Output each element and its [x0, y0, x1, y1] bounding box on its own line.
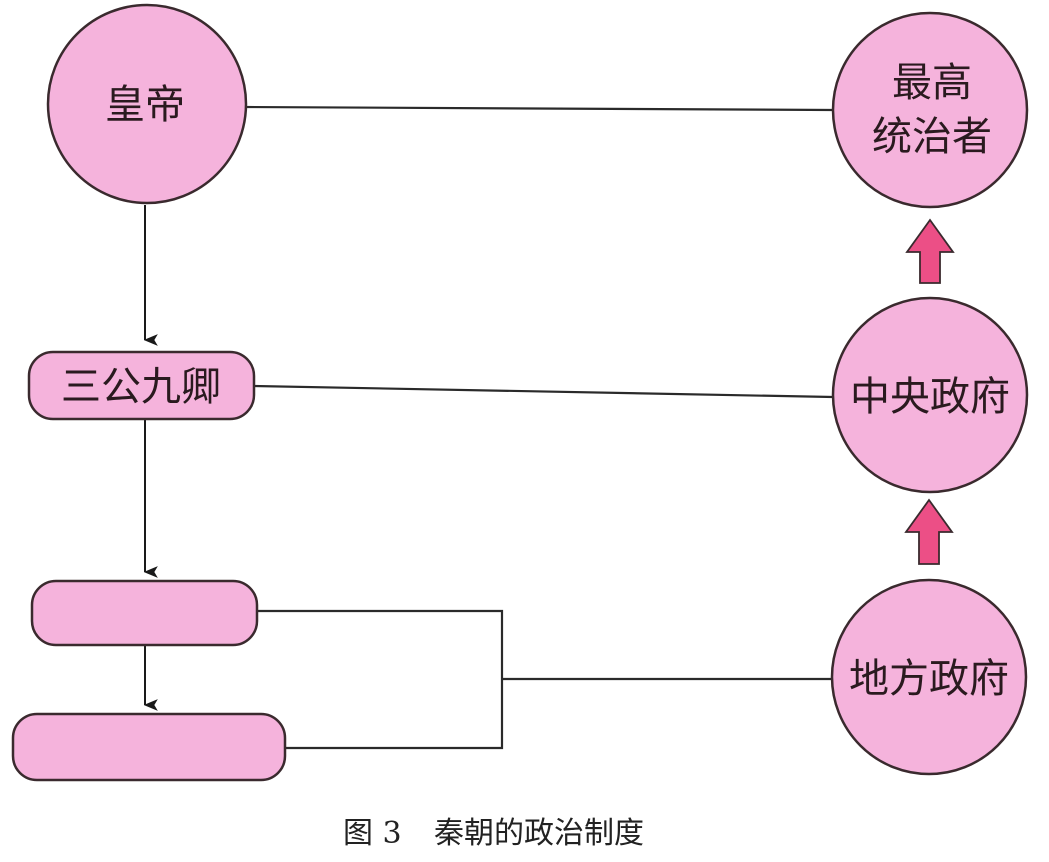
node-local-government: 地方政府	[830, 578, 1028, 776]
node-local-government-label: 地方政府	[849, 656, 1009, 702]
node-blank-box-1	[30, 579, 259, 647]
figure-caption-label: 图 3	[343, 816, 402, 851]
node-ministers-label: 三公九卿	[61, 364, 221, 410]
figure-caption-title: 秦朝的政治制度	[434, 816, 644, 851]
node-supreme-ruler-line2: 统治者	[872, 114, 992, 160]
node-emperor-label: 皇帝	[105, 82, 185, 128]
block-arrow-local-to-central	[904, 498, 954, 565]
bracket-line-boxes-to-local-government	[257, 609, 504, 750]
node-blank-box-2	[11, 712, 287, 782]
node-central-government: 中央政府	[831, 296, 1029, 494]
node-supreme-ruler-line1: 最高	[892, 60, 972, 106]
line-emperor-to-supreme-ruler	[244, 105, 834, 112]
node-three-ducal-nine-ministers: 三公九卿	[27, 350, 256, 421]
block-arrow-central-to-supreme	[905, 218, 955, 284]
node-emperor: 皇帝	[46, 3, 248, 205]
node-supreme-ruler: 最高 统治者	[831, 11, 1029, 209]
node-central-government-label: 中央政府	[850, 374, 1010, 420]
line-ministers-to-central-government	[253, 384, 834, 399]
